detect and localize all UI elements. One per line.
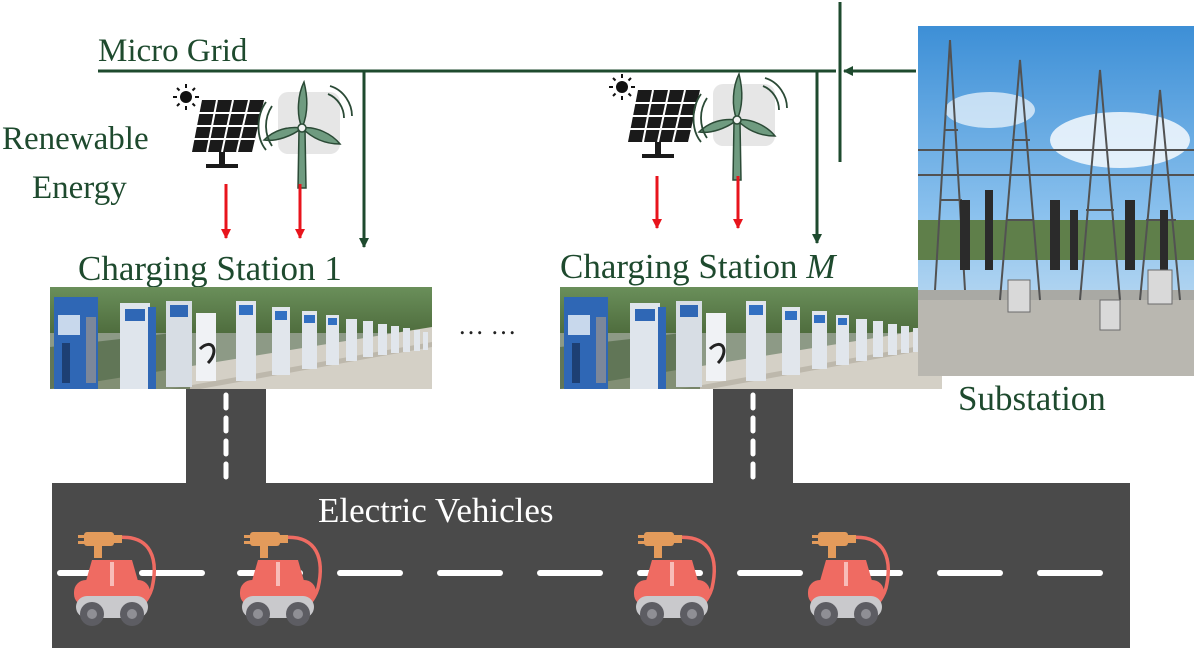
renewable-group-1 — [172, 81, 353, 239]
main-road — [52, 483, 1130, 648]
grid-power-lines — [98, 2, 916, 248]
branch-lane-markings — [223, 392, 756, 480]
charging-station-1-photo — [48, 285, 434, 391]
charging-station-m-photo — [558, 285, 944, 391]
renewable-group-m — [608, 73, 788, 229]
substation-label: Substation — [958, 379, 1106, 418]
charging-station-1-label: Charging Station 1 — [78, 249, 342, 288]
charging-station-m-label: Charging Station M — [560, 247, 837, 286]
renewable-energy-label-line1: Renewable — [2, 121, 149, 157]
solar-panel-icon — [191, 99, 265, 169]
micro-grid-label: Micro Grid — [98, 33, 248, 69]
electric-vehicles-label: Electric Vehicles — [318, 491, 554, 530]
sun-icon — [608, 73, 636, 101]
wind-turbine-icon — [257, 81, 353, 189]
wind-turbine-icon — [692, 73, 788, 181]
more-stations-ellipsis: … … — [458, 311, 517, 340]
solar-panel-icon — [627, 89, 701, 159]
road-network — [52, 388, 1130, 648]
substation-photo — [918, 26, 1194, 376]
sun-icon — [172, 83, 200, 111]
renewable-energy-label-line2: Energy — [32, 170, 127, 206]
